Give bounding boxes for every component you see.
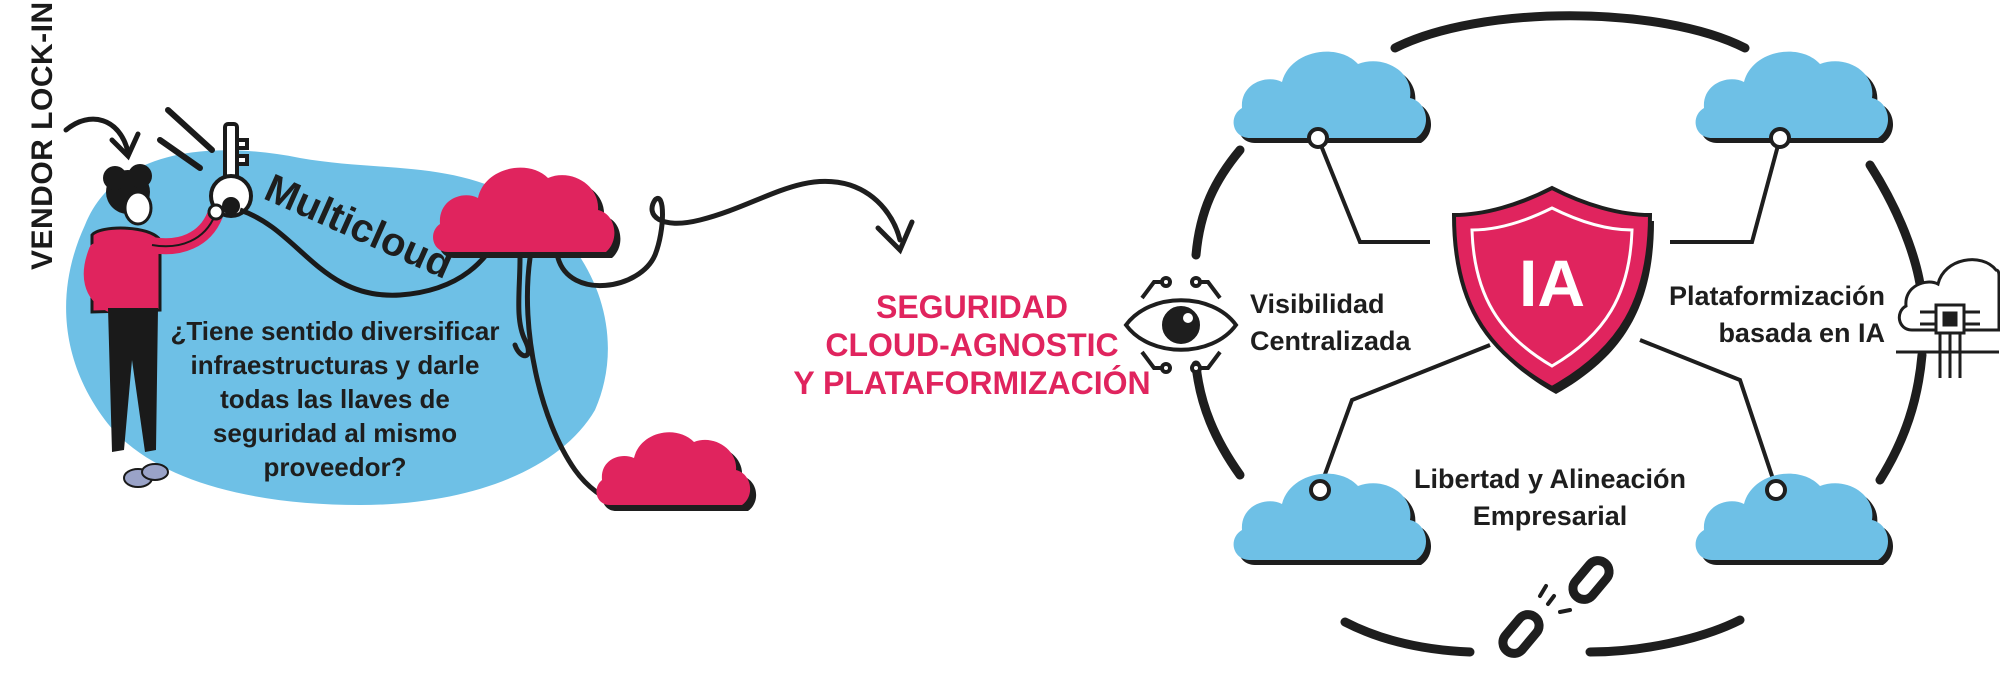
question-text: ¿Tiene sentido diversificar infraestruct…: [171, 316, 500, 482]
headline-line: CLOUD-AGNOSTIC: [825, 327, 1118, 363]
broken-chain-icon: [1498, 556, 1614, 658]
cloud-icon-blue: [1233, 473, 1432, 565]
shield-icon: IA: [1451, 185, 1654, 394]
question-line: infraestructuras y darle: [190, 350, 479, 380]
cloud-icon-pink-top: [433, 167, 621, 258]
headline: SEGURIDAD CLOUD-AGNOSTIC Y PLATAFORMIZAC…: [793, 289, 1150, 401]
curved-arrow-icon: [63, 116, 141, 161]
feature-freedom-line: Libertad y Alineación: [1414, 464, 1686, 494]
vendor-lockin-label: VENDOR LOCK-IN: [26, 1, 59, 270]
right-diagram: IA Visibilidad Centralizada Plataformiza…: [1123, 11, 2000, 658]
left-panel: VENDOR LOCK-IN Multicloud: [26, 1, 915, 511]
cloud-icon-pink-bottom: [596, 432, 757, 511]
cloud-icon-blue: [1233, 51, 1432, 149]
feature-visibility-line: Visibilidad: [1250, 289, 1385, 319]
question-line: ¿Tiene sentido diversificar: [171, 316, 500, 346]
shield-label: IA: [1519, 246, 1585, 320]
eye-icon: [1123, 276, 1239, 374]
question-line: seguridad al mismo: [213, 418, 457, 448]
alert-marks-icon: [157, 107, 215, 171]
cloud-icon-blue: [1695, 51, 1894, 149]
headline-line: Y PLATAFORMIZACIÓN: [793, 365, 1150, 401]
question-line: proveedor?: [263, 452, 406, 482]
cloud-icon-blue: [1695, 473, 1894, 565]
feature-visibility-line: Centralizada: [1250, 326, 1412, 356]
feature-platform-line: basada en IA: [1718, 318, 1885, 348]
cloud-chip-icon: [1896, 258, 2000, 378]
outer-ring: [1191, 11, 1927, 657]
person-illustration: [83, 164, 225, 488]
question-line: todas las llaves de: [220, 384, 450, 414]
feature-platform-line: Plataformización: [1669, 281, 1885, 311]
connector-lines: [1316, 137, 1782, 489]
headline-line: SEGURIDAD: [876, 289, 1068, 325]
feature-freedom-line: Empresarial: [1473, 501, 1628, 531]
